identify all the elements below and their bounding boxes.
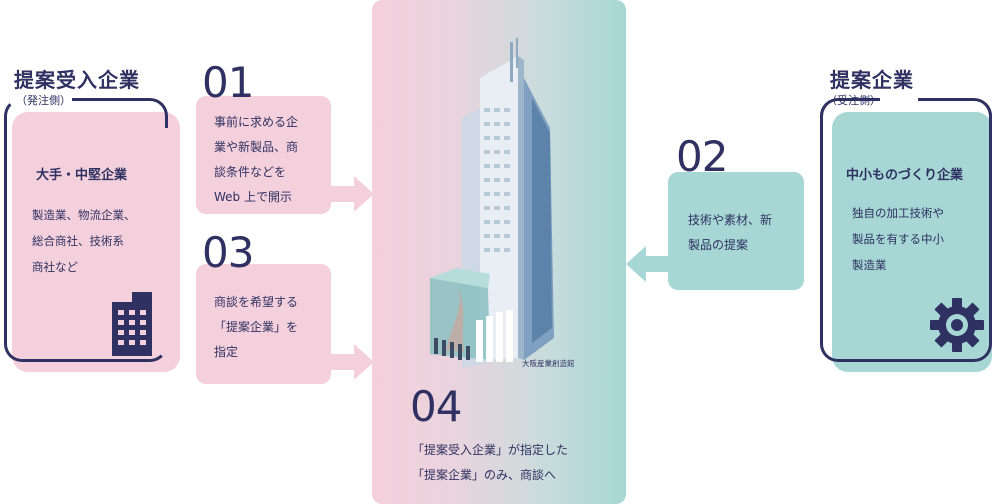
supplier-subtitle: （受注側）	[826, 94, 881, 107]
client-card-heading: 大手・中堅企業	[36, 168, 128, 183]
gear-icon	[930, 298, 984, 352]
client-card	[12, 112, 180, 372]
supplier-frame	[820, 98, 992, 362]
client-title: 提案受入企業	[14, 68, 140, 92]
step-01-box	[196, 96, 331, 214]
step-02-text: 技術や素材、新 製品の提案	[688, 213, 773, 252]
supplier-card-heading: 中小ものづくり企業	[846, 168, 964, 183]
building-icon	[112, 292, 152, 356]
step-03-number: 03	[202, 228, 254, 277]
step-02-box	[668, 172, 804, 290]
client-card-body: 製造業、物流企業、 総合商社、技術系 商社など	[32, 208, 136, 274]
tower-building-image	[430, 38, 554, 368]
step-01-number: 01	[202, 58, 254, 107]
arrow-step-02-left-icon	[626, 246, 670, 282]
step-02-number: 02	[676, 132, 728, 181]
arrow-step-03-right-icon	[330, 344, 374, 380]
client-frame	[4, 98, 168, 362]
supplier-frame-top-left	[820, 98, 880, 128]
building-caption: 大阪産業創造館	[522, 359, 575, 368]
step-04-number: 04	[410, 382, 462, 431]
step-03-text: 商談を希望する 「提案企業」を 指定	[214, 295, 299, 359]
supplier-title: 提案企業	[830, 68, 914, 92]
arrow-step-01-right-icon	[330, 176, 374, 212]
client-frame-top	[72, 98, 168, 128]
supplier-frame-top-right	[918, 98, 992, 128]
step-03-box	[196, 264, 331, 384]
client-subtitle: （発注側）	[16, 94, 71, 107]
step-01-text: 事前に求める企 業や新製品、商 談条件などを Web 上で開示	[214, 115, 299, 204]
step-04-text: 「提案受入企業」が指定した 「提案企業」のみ、商談へ	[412, 443, 569, 482]
supplier-card-body: 独自の加工技術や 製品を有する中小 製造業	[852, 206, 944, 272]
